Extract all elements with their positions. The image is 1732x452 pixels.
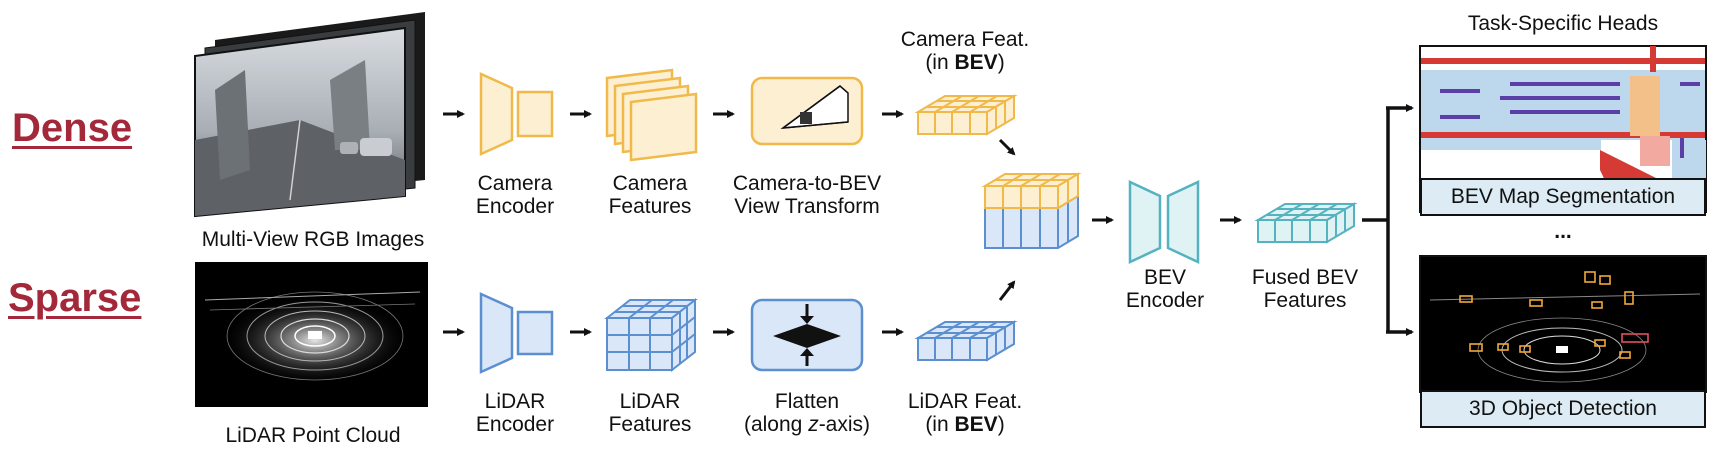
lidar-features-shape xyxy=(604,297,698,373)
heads-branch-lines xyxy=(1362,104,1414,336)
fused-bev-feature-grid xyxy=(1254,202,1358,244)
3d-object-detection-image xyxy=(1419,255,1707,393)
map-segmentation-caption: BEV Map Segmentation xyxy=(1420,178,1706,216)
lidar-encoder-shape xyxy=(479,292,554,374)
lidar-point-cloud-image xyxy=(195,262,428,407)
lidar-bev-feature-grid xyxy=(914,320,1018,362)
object-detection-caption: 3D Object Detection xyxy=(1420,390,1706,428)
bev-encoder-shape xyxy=(1128,180,1200,264)
fused-concat-shape xyxy=(981,172,1082,249)
dense-title: Dense xyxy=(12,106,133,150)
flatten-shape xyxy=(750,298,864,372)
sparse-title: Sparse xyxy=(8,276,142,320)
camera-encoder-shape xyxy=(479,72,554,156)
camera-bev-feature-grid xyxy=(914,94,1018,136)
lidar-bev-feat-label: LiDAR Feat. (in BEV) xyxy=(907,390,1023,436)
view-transform-shape xyxy=(750,76,864,146)
lidar-cloud-label: LiDAR Point Cloud xyxy=(225,424,401,447)
camera-bev-feat-label: Camera Feat. (in BEV) xyxy=(900,28,1030,74)
camera-features-shape xyxy=(605,68,698,162)
fusion-arrows xyxy=(998,138,1242,301)
rgb-images-stack xyxy=(194,12,425,218)
rgb-images-label: Multi-View RGB Images xyxy=(201,228,425,251)
heads-title: Task-Specific Heads xyxy=(1467,12,1659,35)
flatten-label: Flatten (along z-axis) xyxy=(743,390,871,436)
heads-ellipsis: ... xyxy=(1554,220,1572,243)
